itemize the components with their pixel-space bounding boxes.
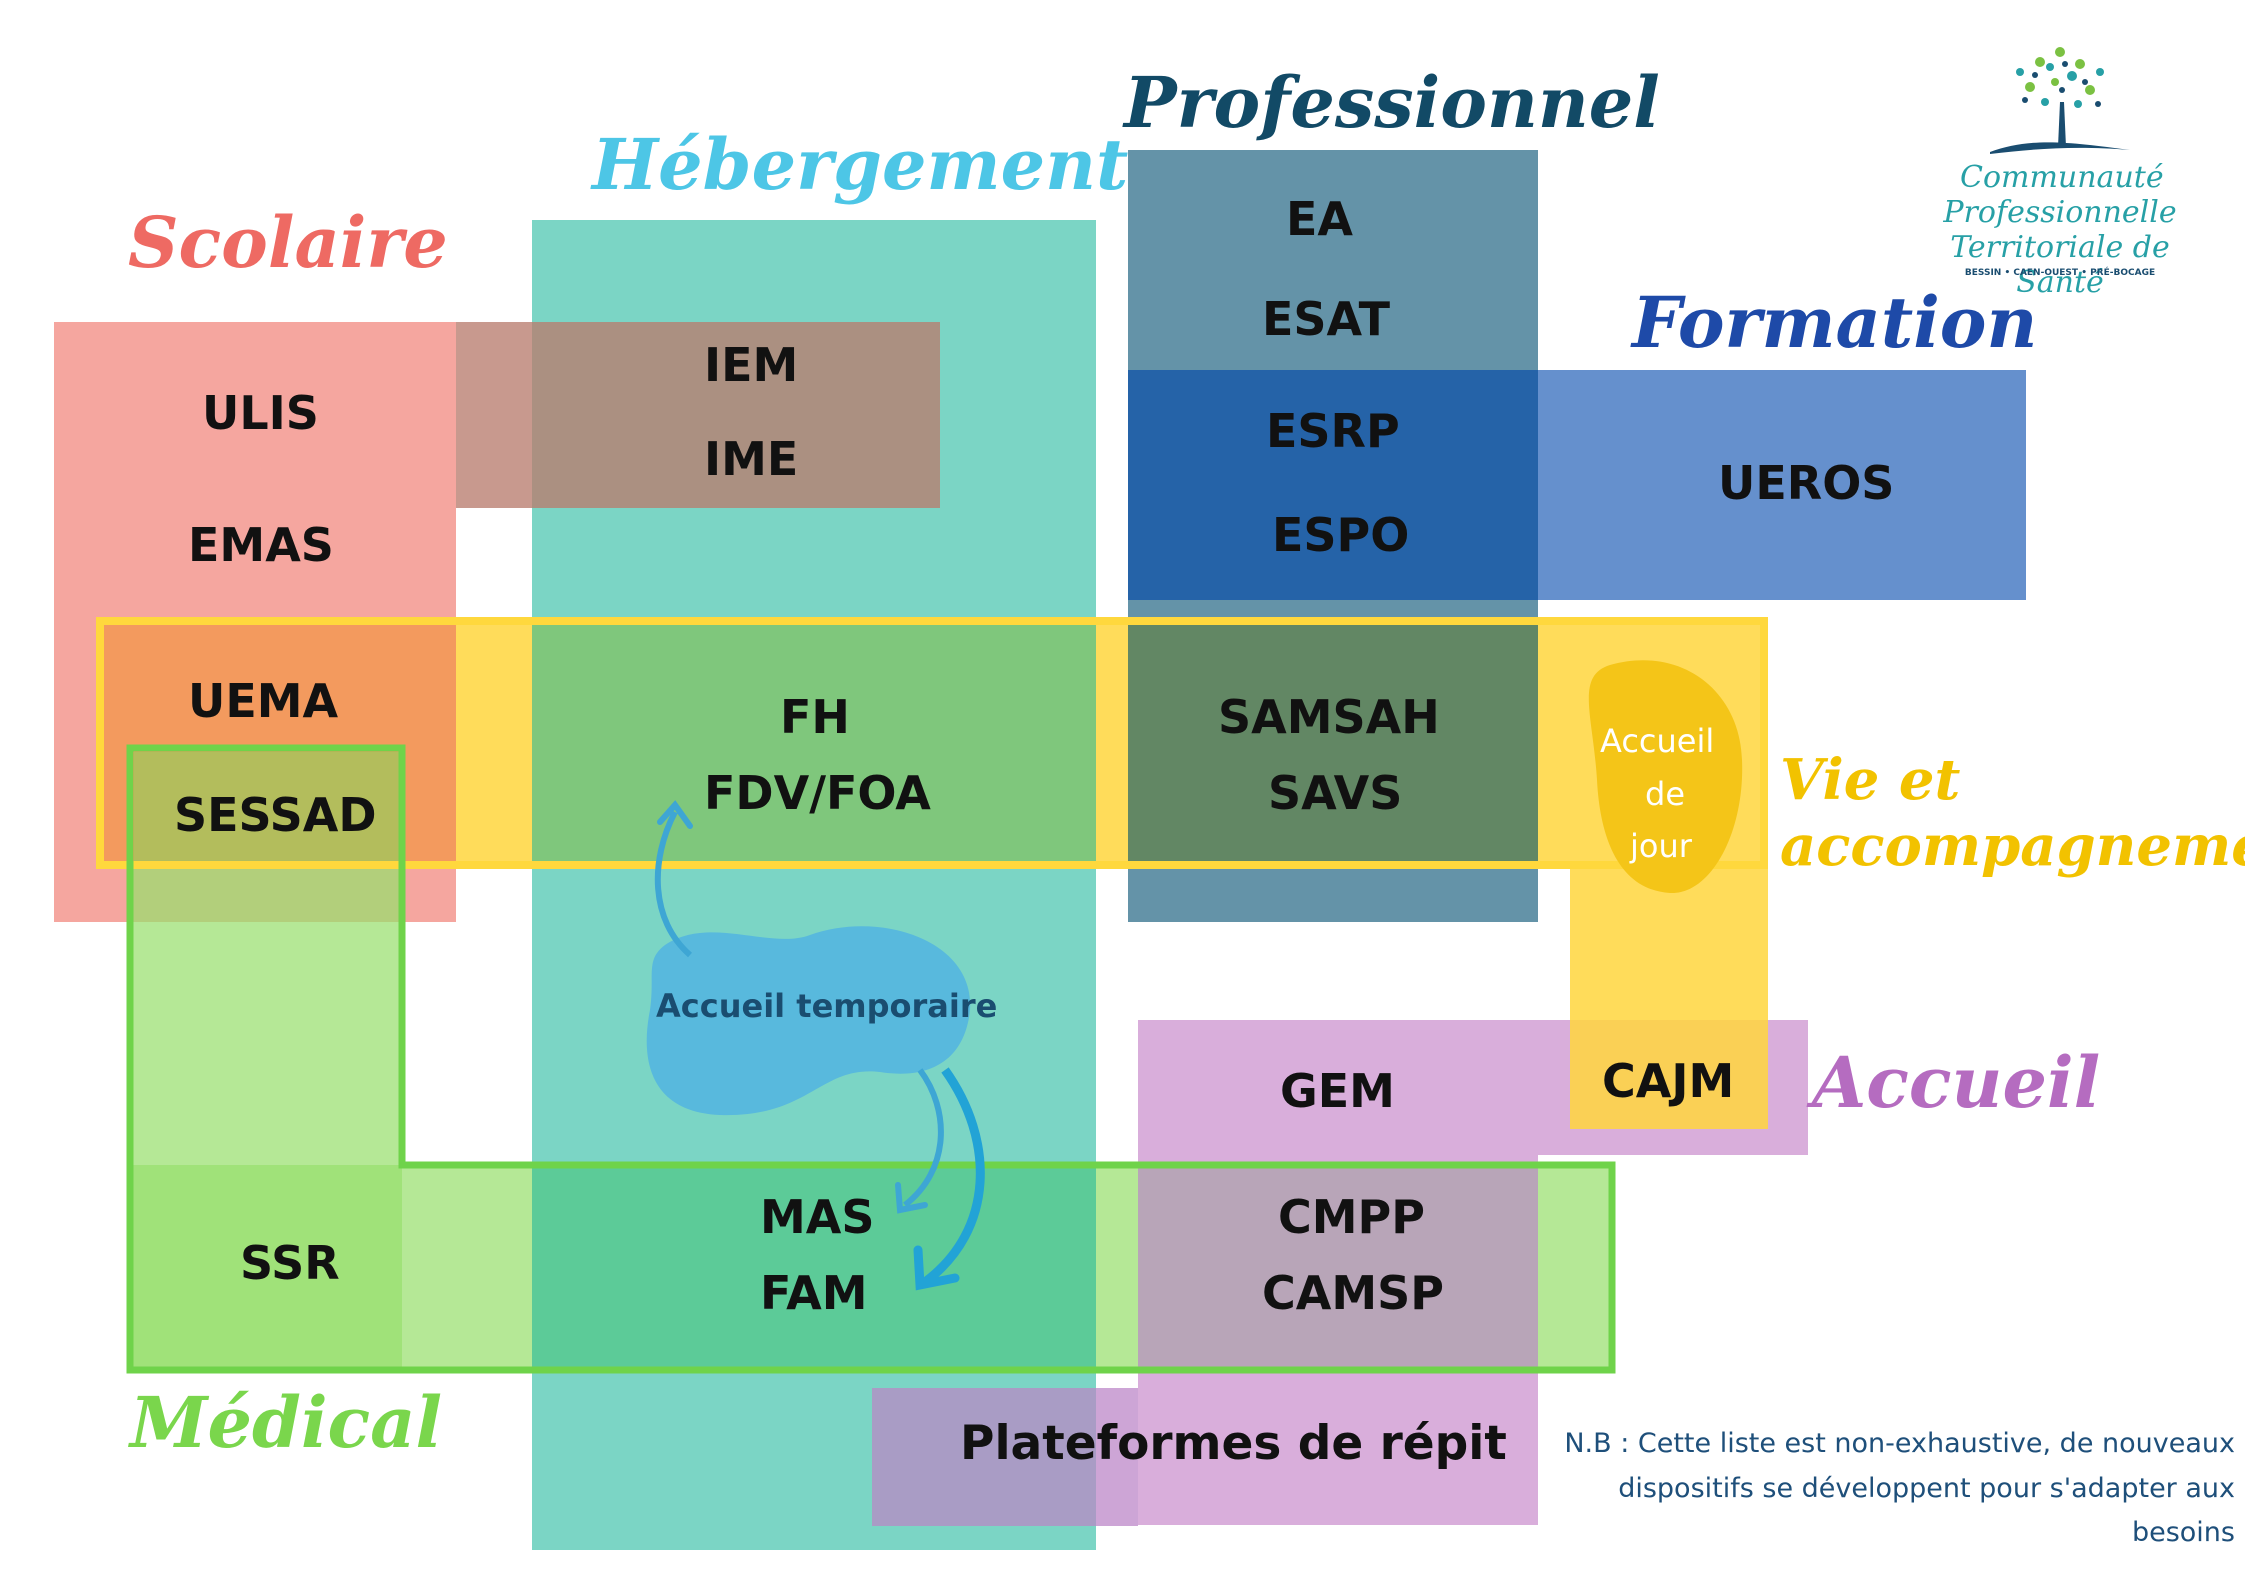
label-fam: FAM bbox=[760, 1266, 868, 1320]
formation-block bbox=[1538, 370, 2026, 600]
label-ulis: ULIS bbox=[202, 386, 319, 440]
label-ssr: SSR bbox=[240, 1236, 340, 1290]
arrow-down-1 bbox=[903, 1068, 944, 1208]
note: N.B : Cette liste est non-exhaustive, de… bbox=[1555, 1422, 2235, 1556]
title-medical: Médical bbox=[130, 1381, 443, 1464]
accueil-temporaire-blob bbox=[646, 926, 971, 1116]
vie-outline bbox=[96, 617, 1768, 869]
label-mas: MAS bbox=[760, 1190, 875, 1244]
vie-block-down bbox=[1570, 869, 1768, 1129]
cmpp-camsp-block bbox=[1138, 1165, 1538, 1370]
label-camsp: CAMSP bbox=[1262, 1266, 1444, 1320]
label-plateformes-de-repit: Plateformes de répit bbox=[960, 1416, 1507, 1471]
title-accueil: Accueil bbox=[1812, 1041, 2101, 1124]
note-line1: N.B : Cette liste est non-exhaustive, de… bbox=[1564, 1428, 2235, 1459]
label-iem: IEM bbox=[704, 338, 799, 392]
label-espo: ESPO bbox=[1272, 508, 1410, 562]
arrow-down-2 bbox=[922, 1067, 985, 1286]
logo-subtitle: BESSIN • CAEN-OUEST • PRÉ-BOCAGE bbox=[1964, 268, 2156, 278]
title-professionnel: Professionnel bbox=[1124, 61, 1660, 144]
samsah-savs-block bbox=[1128, 625, 1538, 861]
mas-fam-block bbox=[532, 1165, 1096, 1370]
label-savs: SAVS bbox=[1268, 766, 1403, 820]
note-line3: besoins bbox=[2131, 1517, 2235, 1549]
repit-block-left bbox=[872, 1388, 1096, 1526]
label-samsah: SAMSAH bbox=[1218, 690, 1440, 744]
label-esat: ESAT bbox=[1262, 292, 1390, 346]
esrp-espo-block bbox=[1128, 370, 1538, 600]
logo-line3: Territoriale de Santé bbox=[1950, 230, 2170, 300]
label-accueil-de-jour-2: de bbox=[1645, 775, 1685, 813]
note-line2: dispositifs se développent pour s'adapte… bbox=[1618, 1472, 2235, 1504]
repit-block-right bbox=[1096, 1388, 1138, 1526]
label-fh: FH bbox=[780, 690, 850, 744]
label-ime: IME bbox=[704, 432, 799, 486]
label-esrp: ESRP bbox=[1266, 404, 1400, 458]
title-hebergement: Hébergement bbox=[592, 123, 1129, 206]
label-accueil-de-jour-1: Accueil bbox=[1600, 722, 1715, 760]
title-vie-line2: accompagnement bbox=[1780, 813, 2245, 879]
label-emas: EMAS bbox=[188, 518, 334, 572]
title-formation: Formation bbox=[1632, 281, 2038, 364]
label-fdv-foa: FDV/FOA bbox=[704, 766, 931, 820]
iem-ime-block bbox=[456, 322, 940, 508]
cpts-tree-logo-icon bbox=[1990, 47, 2130, 154]
label-accueil-temporaire: Accueil temporaire bbox=[656, 987, 998, 1025]
label-cmpp: CMPP bbox=[1278, 1190, 1425, 1244]
label-accueil-de-jour-3: jour bbox=[1630, 827, 1692, 865]
fh-fdv-block bbox=[532, 625, 1096, 861]
arrow-up bbox=[654, 810, 693, 958]
label-ea: EA bbox=[1286, 192, 1354, 246]
title-vie-line1: Vie et bbox=[1780, 747, 1961, 813]
logo-line2: Professionnelle bbox=[1943, 195, 2177, 230]
logo-line1: Communauté bbox=[1960, 160, 2164, 195]
label-cajm: CAJM bbox=[1602, 1054, 1735, 1108]
sessad-overlap-block bbox=[134, 752, 402, 862]
accueil-de-jour-blob bbox=[1588, 660, 1743, 894]
title-scolaire: Scolaire bbox=[128, 201, 448, 284]
label-gem: GEM bbox=[1280, 1064, 1395, 1118]
label-ueros: UEROS bbox=[1718, 456, 1895, 510]
label-uema: UEMA bbox=[188, 674, 339, 728]
medical-outline bbox=[126, 744, 1616, 1374]
label-sessad: SESSAD bbox=[174, 788, 377, 842]
